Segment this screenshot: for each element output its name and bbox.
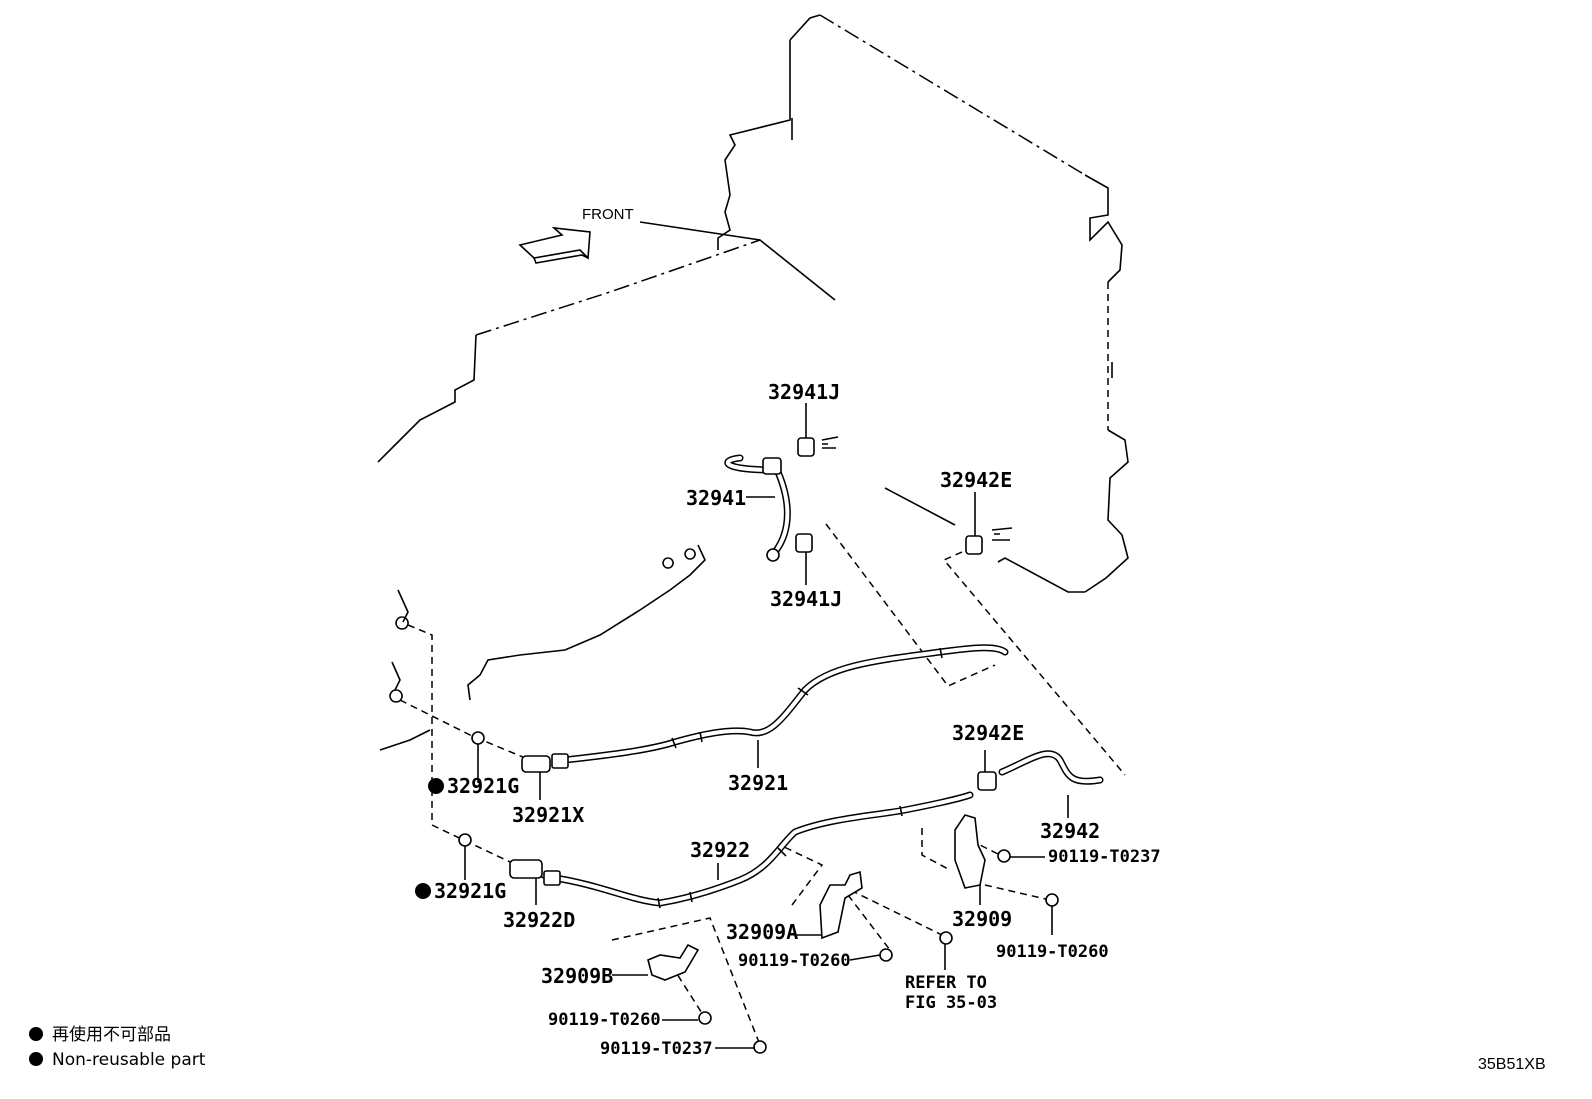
label-bolt-90119-T0260-right: 90119-T0260 [996, 942, 1109, 962]
front-arrow-icon [518, 226, 591, 264]
label-32909: 32909 [952, 907, 1012, 931]
refer-to-line2: FIG 35-03 [905, 993, 997, 1013]
label-32921X: 32921X [512, 803, 584, 827]
legend-jp: 再使用不可部品 [52, 1024, 171, 1045]
label-32921G-bottom: 32921G [434, 879, 506, 903]
legend-bullet-icon [29, 1052, 43, 1066]
label-32941J-top: 32941J [768, 380, 840, 404]
clamp-32942E-top [965, 527, 1013, 555]
label-32941: 32941 [686, 486, 746, 510]
non-reusable-mark-icon [428, 778, 444, 794]
label-32921: 32921 [728, 771, 788, 795]
legend-en: Non-reusable part [52, 1050, 206, 1070]
diagram-code: 35B51XB [1478, 1056, 1546, 1073]
pipe-32921 [521, 644, 1009, 773]
non-reusable-mark-icon [415, 883, 431, 899]
bracket-32909 [954, 814, 986, 889]
label-bolt-90119-T0260-left: 90119-T0260 [548, 1010, 661, 1030]
label-32909A: 32909A [726, 920, 798, 944]
label-32942: 32942 [1040, 819, 1100, 843]
label-32909B: 32909B [541, 964, 613, 988]
gasket-32921G-bottom [458, 833, 472, 847]
label-32922: 32922 [690, 838, 750, 862]
bolt-icons [698, 849, 1059, 1054]
pipe-32922 [509, 791, 974, 909]
legend-bullet-icon [29, 1027, 43, 1041]
label-bolt-90119-T0237-right: 90119-T0237 [1048, 847, 1161, 867]
bracket-32909B [647, 943, 700, 981]
bracket-32909A [819, 870, 863, 940]
label-32942E-top: 32942E [940, 468, 1012, 492]
label-32922D: 32922D [503, 908, 575, 932]
assembly-guides [399, 523, 1126, 1046]
clamp-32941J-bottom [795, 533, 813, 553]
engine-outline [377, 14, 1129, 751]
label-32941J-bottom: 32941J [770, 587, 842, 611]
label-32921G-top: 32921G [447, 774, 519, 798]
label-bolt-90119-T0260-mid: 90119-T0260 [738, 951, 851, 971]
gasket-32921G-top [471, 731, 485, 745]
refer-to-line1: REFER TO [905, 973, 987, 993]
label-32942E-bottom: 32942E [952, 721, 1024, 745]
hose-32942 [977, 750, 1104, 791]
hose-32941 [724, 454, 791, 562]
clamp-32941J-top [797, 436, 839, 457]
label-bolt-90119-T0237-bottom: 90119-T0237 [600, 1039, 713, 1059]
front-label: FRONT [582, 206, 634, 223]
